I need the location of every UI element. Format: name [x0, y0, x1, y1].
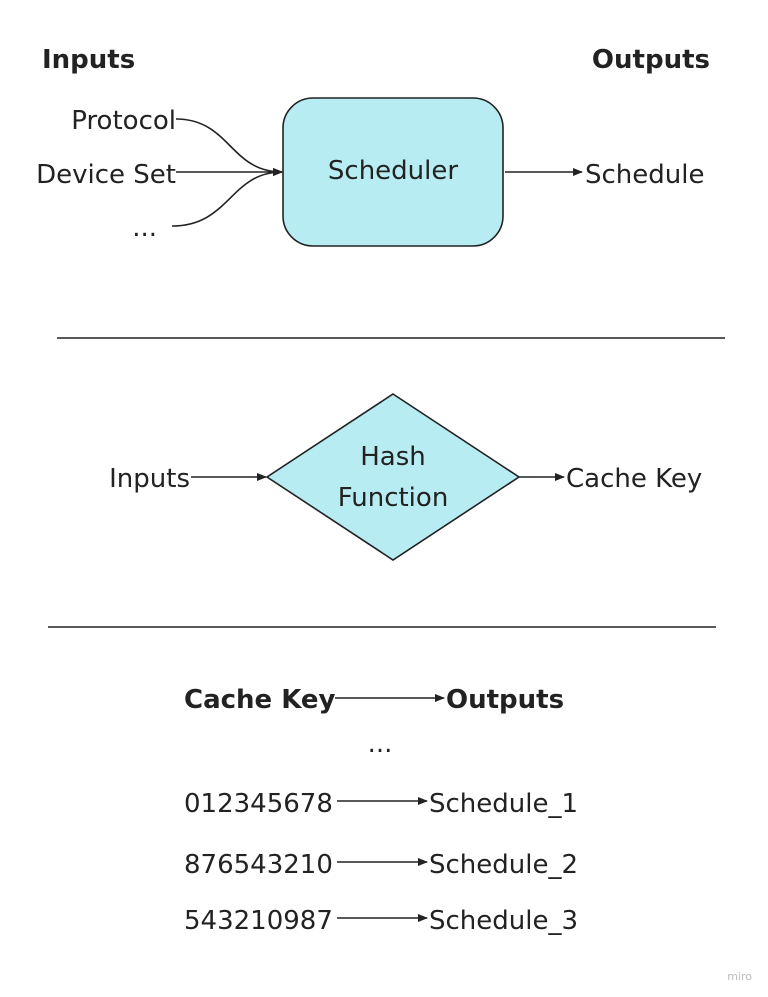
hash-label-line2: Function	[338, 483, 449, 513]
cache-row-value: Schedule_3	[429, 906, 578, 936]
cache-key-output-label: Cache Key	[566, 464, 702, 494]
outputs-header: Outputs	[592, 45, 710, 75]
cache-row: 012345678 Schedule_1	[184, 789, 578, 819]
inputs-header: Inputs	[42, 45, 135, 75]
cache-outputs-header: Outputs	[446, 685, 564, 715]
cache-row: 876543210 Schedule_2	[184, 850, 578, 880]
protocol-connector	[175, 118, 283, 176]
hash-function-diamond	[265, 393, 521, 561]
cache-row-key: 543210987	[184, 906, 333, 936]
scheduler-box	[282, 97, 504, 247]
input-protocol-label: Protocol	[71, 106, 176, 136]
input-more-label: ...	[132, 213, 157, 243]
cache-key-header: Cache Key	[184, 685, 336, 715]
scheduler-label: Scheduler	[328, 156, 458, 186]
hash-input-label: Inputs	[109, 464, 190, 494]
input-device-set-label: Device Set	[36, 160, 176, 190]
cache-row-key: 876543210	[184, 850, 333, 880]
output-schedule-label: Schedule	[585, 160, 704, 190]
cache-row: 543210987 Schedule_3	[184, 906, 578, 936]
more-connector	[171, 168, 283, 227]
cache-ellipsis: ...	[368, 729, 393, 759]
cache-row-value: Schedule_2	[429, 850, 578, 880]
cache-row-key: 012345678	[184, 789, 333, 819]
miro-watermark: miro	[727, 970, 752, 983]
hash-label-line1: Hash	[360, 442, 426, 472]
cache-row-value: Schedule_1	[429, 789, 578, 819]
